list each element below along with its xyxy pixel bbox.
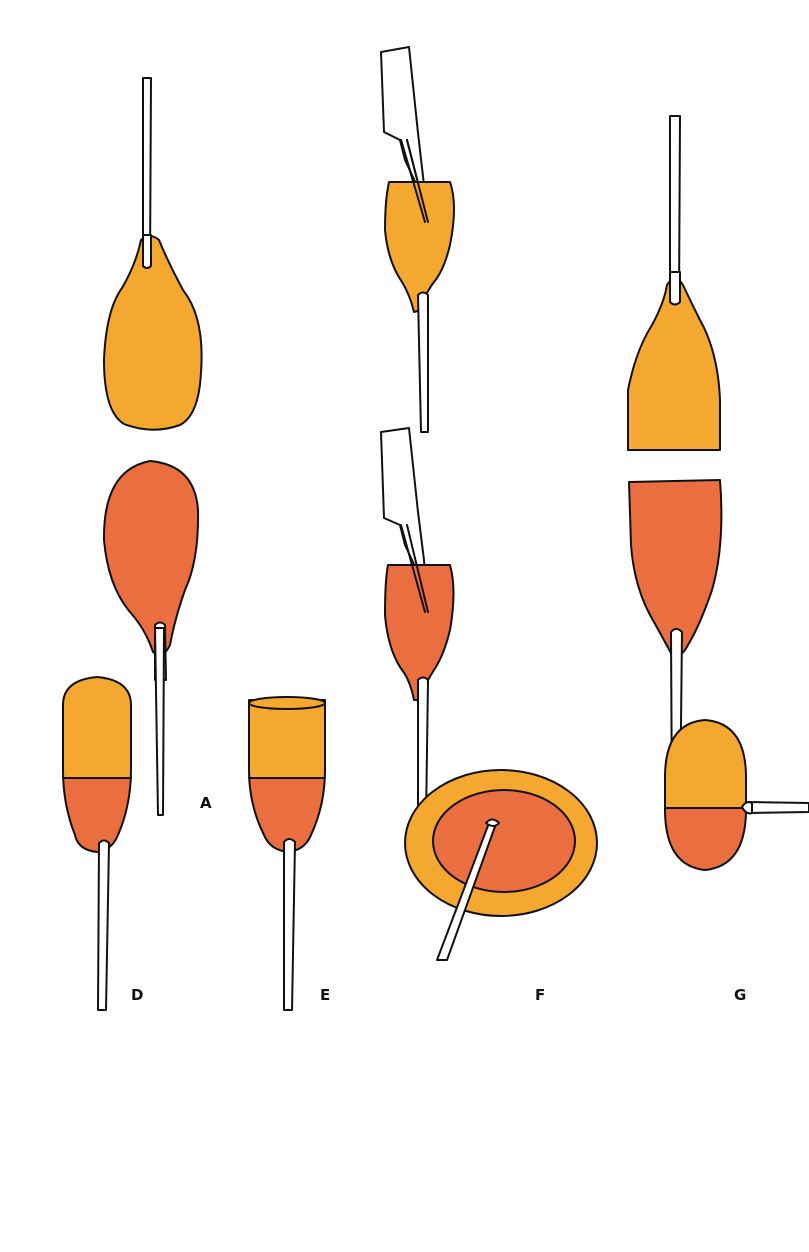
pipette-b-upper (418, 293, 428, 433)
panel-b: B (381, 47, 473, 820)
panel-c: C (628, 116, 736, 818)
panel-e: E (240, 690, 340, 1010)
upper-tissue-fragment (104, 236, 202, 430)
upper-tissue-g (655, 712, 755, 808)
upper-tissue-d (50, 670, 150, 778)
panel-label-d: D (131, 986, 143, 1004)
lower-tissue-fragment (104, 461, 198, 655)
panel-d: D (50, 670, 150, 1010)
cut-surface-e (249, 697, 325, 709)
pipette-e (284, 839, 295, 1010)
pipette-g (748, 802, 809, 813)
panel-f: F (405, 770, 597, 1004)
inner-core-f (433, 790, 575, 892)
panel-label-g: G (734, 986, 746, 1004)
panel-g: G (655, 712, 809, 1004)
pipette-tip-upper (143, 235, 151, 268)
panel-label-a: A (200, 794, 212, 812)
panel-label-f: F (535, 986, 545, 1004)
pipette-d (98, 841, 109, 1011)
panel-label-e: E (320, 986, 330, 1004)
lower-pipette (155, 628, 164, 815)
